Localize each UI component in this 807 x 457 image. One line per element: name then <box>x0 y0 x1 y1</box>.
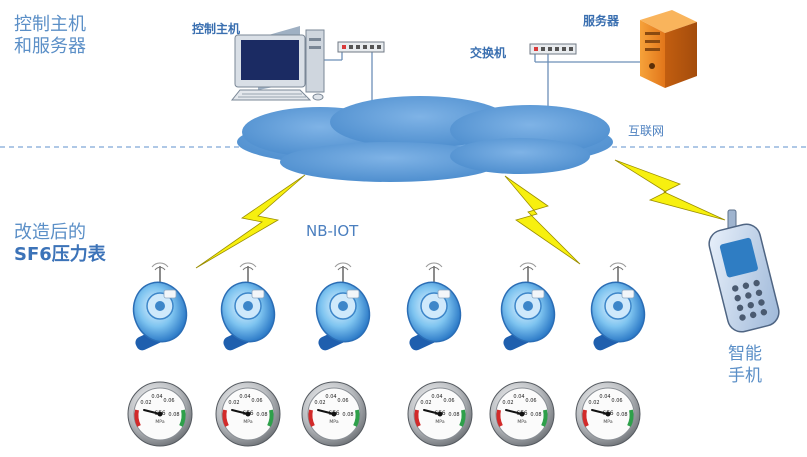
gauge-tick-label: 0.08 <box>168 412 179 418</box>
gauge-needle <box>143 409 161 415</box>
gauge-tick-label: 0.02 <box>420 400 431 406</box>
control-host-label: 控制主机 <box>192 22 241 36</box>
gauge-tick-label: 0.08 <box>530 412 541 418</box>
retrofit-label-line-2: SF6压力表 <box>14 244 106 266</box>
sf6-pressure-gauge-icon: 0.020.040.060.08SF6MPa <box>127 381 193 447</box>
gauge-tick-label: 0.04 <box>431 394 442 400</box>
pressure-gauge-label: 压力表 <box>51 244 106 265</box>
nb-iot-module-icon <box>132 262 188 351</box>
gauge-tick-label: 0.02 <box>314 400 325 406</box>
internet-cloud-icon <box>237 96 613 182</box>
internet-label: 互联网 <box>628 124 665 138</box>
gauge-unit-label: MPa <box>243 419 252 425</box>
nb-iot-module-row <box>132 262 646 351</box>
gauge-tick-label: 0.08 <box>448 412 459 418</box>
gauge-tick-label: 0.04 <box>513 394 524 400</box>
sf6-pressure-gauge-icon: 0.020.040.060.08SF6MPa <box>575 381 641 447</box>
gauge-tick-label: 0.06 <box>525 398 536 404</box>
gauge-unit-label: MPa <box>603 419 612 425</box>
server-label: 服务器 <box>583 14 620 28</box>
network-switch-icon <box>529 43 577 55</box>
nb-iot-module-icon <box>500 262 556 351</box>
desktop-computer-icon <box>230 26 325 101</box>
sf6-pressure-gauge-icon: 0.020.040.060.08SF6MPa <box>301 381 367 447</box>
gauge-unit-label: MPa <box>435 419 444 425</box>
retrofit-gauge-label: 改造后的 SF6压力表 <box>14 222 106 266</box>
gauge-needle <box>591 409 609 415</box>
retrofit-label-line-1: 改造后的 <box>14 222 86 243</box>
left-label-line-1: 控制主机 <box>14 14 86 35</box>
gauge-tick-label: 0.02 <box>228 400 239 406</box>
wireless-lightning-icon <box>504 175 581 265</box>
gauge-unit-label: MPa <box>517 419 526 425</box>
gauge-unit-label: MPa <box>155 419 164 425</box>
gauge-tick-label: 0.02 <box>588 400 599 406</box>
gauge-tick-label: 0.02 <box>140 400 151 406</box>
gauge-tick-label: 0.06 <box>163 398 174 404</box>
smartphone-label: 智能 手机 <box>728 343 762 387</box>
gauge-needle <box>231 409 249 415</box>
gauge-tick-label: 0.06 <box>337 398 348 404</box>
nb-iot-module-icon <box>406 262 462 351</box>
smartphone-label-line-1: 智能 <box>728 344 762 364</box>
left-label-line-2: 和服务器 <box>14 36 86 57</box>
sf6-pressure-gauge-icon: 0.020.040.060.08SF6MPa <box>489 381 555 447</box>
sf6-pressure-gauge-icon: 0.020.040.060.08SF6MPa <box>215 381 281 447</box>
gauge-tick-label: 0.08 <box>616 412 627 418</box>
sf6-label: SF6 <box>14 244 52 265</box>
nbiot-label: NB-IOT <box>306 222 359 240</box>
gauge-tick-label: 0.08 <box>342 412 353 418</box>
gauge-tick-label: 0.04 <box>239 394 250 400</box>
left-label-host-server: 控制主机 和服务器 <box>14 14 86 58</box>
gauge-tick-label: 0.06 <box>251 398 262 404</box>
network-switch-icon <box>337 41 385 53</box>
nb-iot-module-icon <box>315 262 371 351</box>
server-tower-icon <box>640 10 697 88</box>
gauge-needle <box>505 409 523 415</box>
gauge-needle <box>423 409 441 415</box>
sf6-pressure-gauge-icon: 0.020.040.060.08SF6MPa <box>407 381 473 447</box>
gauge-tick-label: 0.04 <box>151 394 162 400</box>
wireless-lightning-icon <box>195 174 306 269</box>
gauge-tick-label: 0.06 <box>611 398 622 404</box>
sf6-gauge-row: 0.020.040.060.08SF6MPa0.020.040.060.08SF… <box>127 381 641 447</box>
gauge-tick-label: 0.08 <box>256 412 267 418</box>
gauge-needle <box>317 409 335 415</box>
nb-iot-module-icon <box>220 262 276 351</box>
mobile-phone-icon <box>708 209 780 333</box>
switch-label: 交换机 <box>470 46 507 60</box>
wireless-lightning-icon <box>614 159 726 221</box>
smartphone-label-line-2: 手机 <box>728 366 762 386</box>
gauge-tick-label: 0.02 <box>502 400 513 406</box>
gauge-tick-label: 0.04 <box>325 394 336 400</box>
nb-iot-module-icon <box>590 262 646 351</box>
gauge-tick-label: 0.04 <box>599 394 610 400</box>
gauge-unit-label: MPa <box>329 419 338 425</box>
gauge-tick-label: 0.06 <box>443 398 454 404</box>
